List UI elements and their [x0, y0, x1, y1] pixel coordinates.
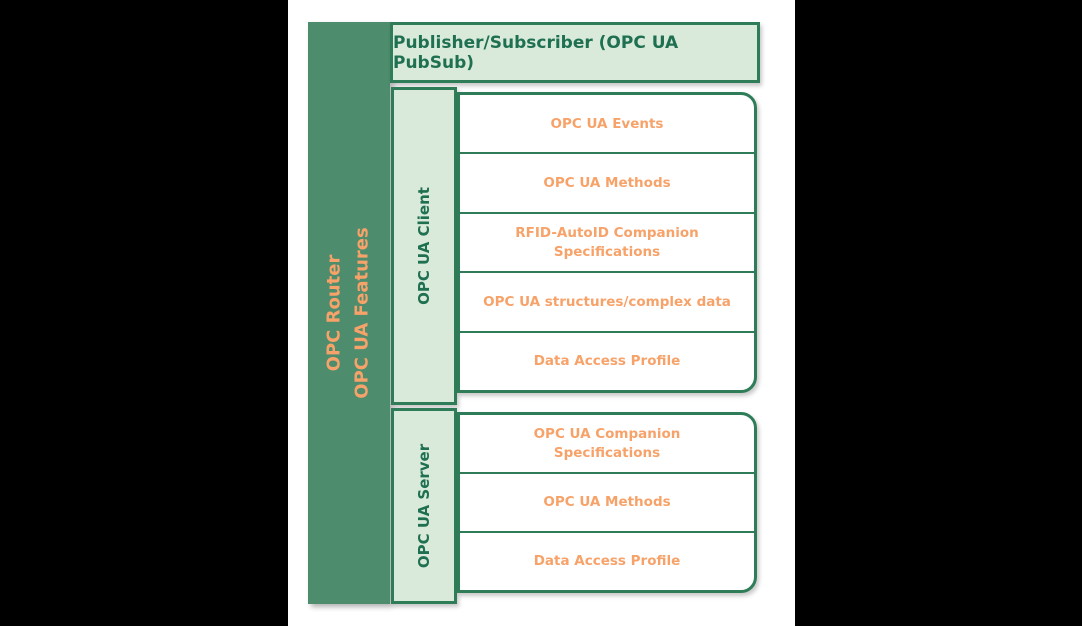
client-feature-label: OPC UA structures/complex data	[483, 293, 731, 310]
server-feature-label: OPC UA Methods	[543, 494, 671, 511]
server-feature-row: OPC UA Companion Specifications	[460, 415, 754, 472]
pubsub-header-bar: Publisher/Subscriber (OPC UA PubSub)	[390, 22, 760, 83]
client-feature-label: Data Access Profile	[533, 353, 681, 370]
title-line-1: OPC Router	[324, 254, 345, 372]
opc-router-title-bar: OPC Router OPC UA Features	[308, 22, 390, 604]
client-feature-row: OPC UA structures/complex data	[460, 271, 754, 330]
server-feature-label: OPC UA Companion Specifications	[533, 426, 681, 461]
client-features-box: OPC UA Events OPC UA Methods RFID-AutoID…	[457, 92, 757, 393]
opc-router-title-text: OPC Router OPC UA Features	[321, 227, 377, 398]
client-feature-row: OPC UA Methods	[460, 152, 754, 211]
client-feature-label: OPC UA Events	[550, 115, 664, 132]
server-features-box: OPC UA Companion Specifications OPC UA M…	[457, 412, 757, 593]
client-feature-row: RFID-AutoID Companion Specifications	[460, 211, 754, 271]
section-label-opc-ua-client: OPC UA Client	[391, 87, 457, 405]
title-line-2: OPC UA Features	[352, 227, 373, 399]
diagram-canvas: OPC Router OPC UA Features Publisher/Sub…	[288, 0, 795, 626]
client-feature-label: OPC UA Methods	[543, 175, 671, 191]
section-label-opc-ua-server: OPC UA Server	[391, 408, 457, 604]
pubsub-header-label: Publisher/Subscriber (OPC UA PubSub)	[393, 32, 679, 73]
server-feature-row: OPC UA Methods	[460, 472, 754, 531]
server-feature-row: Data Access Profile	[460, 531, 754, 590]
opc-ua-client-label: OPC UA Client	[415, 187, 433, 305]
server-feature-label: Data Access Profile	[533, 553, 681, 570]
client-feature-row: Data Access Profile	[460, 330, 754, 390]
opc-ua-server-label: OPC UA Server	[415, 443, 433, 569]
client-feature-row: OPC UA Events	[460, 95, 754, 152]
client-feature-label: RFID-AutoID Companion Specifications	[515, 225, 699, 260]
